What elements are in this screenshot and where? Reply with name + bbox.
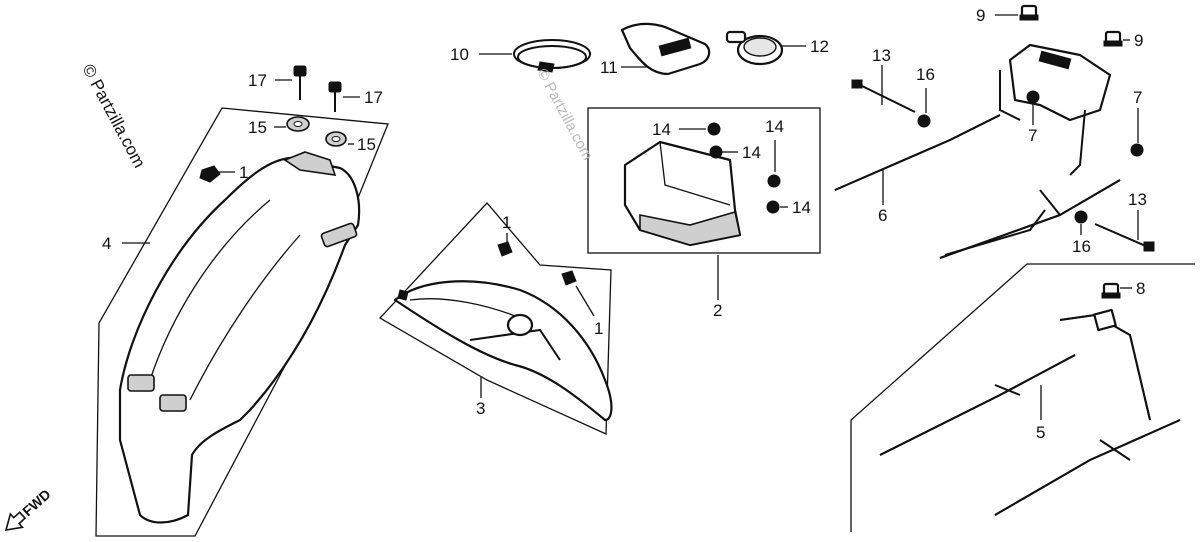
cover-11 <box>620 22 711 76</box>
rear-fender-group-outline <box>95 107 389 537</box>
callout-17b: 17 <box>364 88 383 107</box>
lower-carrier-group-outline <box>850 263 1195 532</box>
front-fender <box>393 280 613 422</box>
nut-16-upper <box>917 114 931 128</box>
callout-2: 2 <box>713 301 722 320</box>
callout-1b: 1 <box>502 213 511 232</box>
meter-12 <box>725 30 784 66</box>
callout-9b: 9 <box>1134 31 1143 50</box>
callout-17a: 17 <box>248 71 267 90</box>
callout-13a: 13 <box>872 46 891 65</box>
nut-14c <box>767 174 781 188</box>
callout-15a: 15 <box>248 118 267 137</box>
callout-1a: 1 <box>239 163 248 182</box>
nut-16-lower <box>1074 210 1088 224</box>
callout-14d: 14 <box>792 198 811 217</box>
washer-15-left <box>286 116 310 132</box>
cap-9-left <box>1019 4 1039 21</box>
callout-12: 12 <box>810 37 829 56</box>
nut-7-right <box>1130 143 1144 157</box>
rear-fender <box>118 151 361 524</box>
callout-14c: 14 <box>765 117 784 136</box>
bolt-17-left <box>293 65 307 100</box>
callout-11: 11 <box>600 58 618 77</box>
bolt-17-right <box>328 81 342 112</box>
clip-nut-1b <box>497 241 513 257</box>
washer-15-right <box>325 131 347 147</box>
forward-label: FWD <box>19 486 53 519</box>
callout-13b: 13 <box>1128 190 1147 209</box>
forward-arrow-icon: FWD <box>4 486 54 531</box>
bolt-13-upper <box>851 79 916 113</box>
tray-box <box>623 140 742 247</box>
bolt-13-lower <box>1094 223 1155 252</box>
watermark-ghost: © Partzilla.com <box>533 66 595 163</box>
callout-10: 10 <box>450 45 469 64</box>
cable-coil <box>513 39 591 73</box>
carrier-rack-6 <box>834 43 1121 259</box>
callout-16a: 16 <box>916 65 935 84</box>
cap-9-right <box>1103 30 1123 47</box>
callout-6: 6 <box>878 206 887 225</box>
cap-8 <box>1101 282 1121 299</box>
nut-7-left <box>1026 90 1040 104</box>
callout-3: 3 <box>476 399 485 418</box>
callout-15b: 15 <box>357 135 376 154</box>
carrier-frame-5 <box>879 308 1181 516</box>
clip-nut-1c <box>561 270 577 286</box>
watermark-main: © Partzilla.com <box>78 61 149 171</box>
callout-1c: 1 <box>594 319 603 338</box>
callout-7b: 7 <box>1133 88 1142 107</box>
front-fender-group-outline <box>378 202 612 435</box>
nut-14b <box>709 145 723 159</box>
nut-14d <box>766 200 780 214</box>
callout-5: 5 <box>1036 423 1045 442</box>
callout-9a: 9 <box>976 6 985 25</box>
nut-14a <box>707 122 721 136</box>
tray-group-outline <box>587 107 821 254</box>
callout-7a: 7 <box>1028 126 1037 145</box>
callout-8: 8 <box>1136 279 1145 298</box>
callout-14b: 14 <box>742 143 761 162</box>
callout-14a: 14 <box>652 120 671 139</box>
leader-lines <box>122 14 1139 420</box>
clip-nut-1a <box>199 165 221 183</box>
callout-4: 4 <box>102 234 111 253</box>
callout-16b: 16 <box>1072 237 1091 256</box>
